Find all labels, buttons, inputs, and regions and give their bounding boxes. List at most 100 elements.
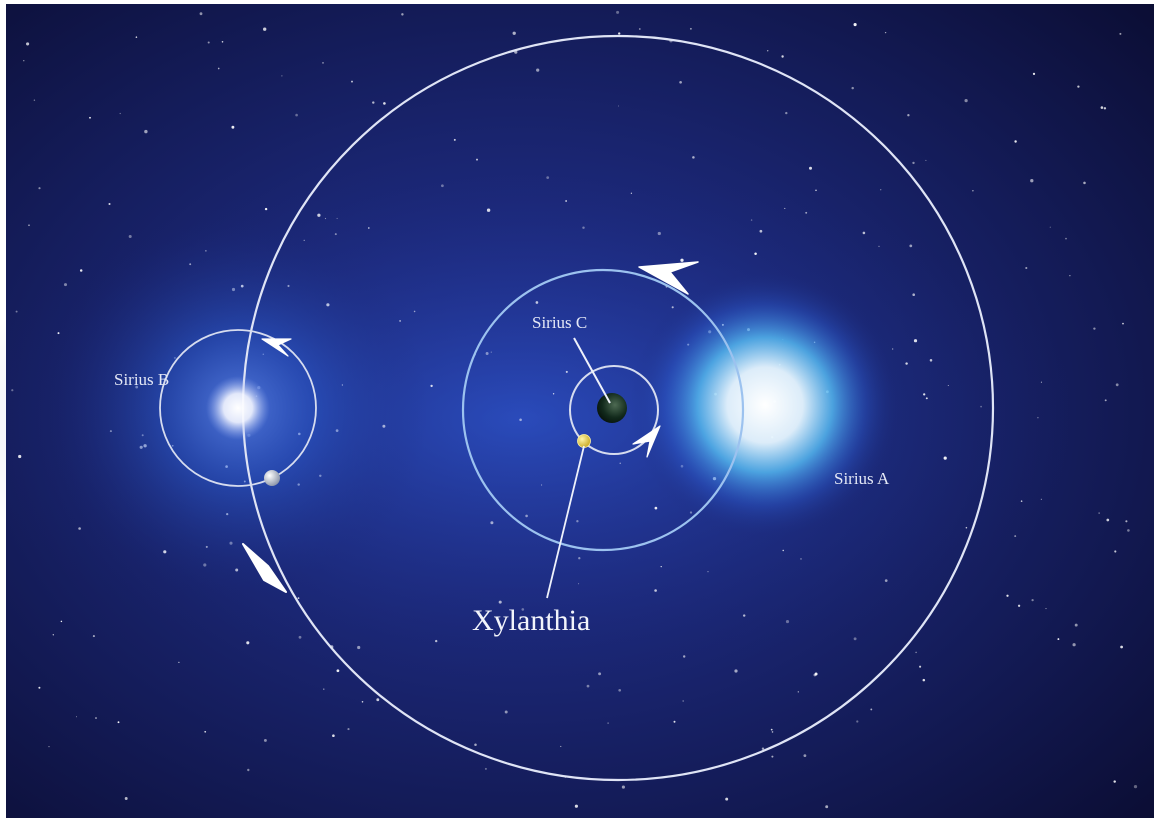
- background-star: [535, 301, 539, 304]
- background-star: [862, 231, 866, 235]
- background-star: [878, 245, 880, 248]
- background-star: [1133, 784, 1138, 789]
- background-star: [805, 211, 808, 214]
- background-star: [281, 75, 283, 77]
- background-star: [576, 520, 579, 523]
- background-star: [797, 691, 799, 693]
- background-star: [907, 114, 910, 117]
- background-star: [144, 129, 148, 134]
- background-star: [108, 202, 111, 206]
- background-star: [552, 393, 555, 395]
- background-star: [498, 600, 502, 604]
- background-star: [1014, 140, 1017, 143]
- background-star: [915, 651, 917, 654]
- background-star: [504, 710, 508, 714]
- background-star: [15, 310, 18, 313]
- background-star: [95, 717, 97, 719]
- background-star: [204, 730, 207, 733]
- background-star: [673, 720, 676, 723]
- background-star: [725, 797, 729, 801]
- background-star: [909, 244, 913, 248]
- xylanthia-planet: [577, 434, 591, 448]
- background-star: [770, 728, 773, 731]
- background-star: [490, 351, 492, 353]
- background-star: [361, 701, 364, 703]
- background-star: [11, 389, 14, 392]
- background-star: [1025, 266, 1028, 270]
- background-star: [1069, 275, 1071, 277]
- background-star: [1077, 85, 1080, 88]
- background-star: [453, 138, 456, 141]
- background-star: [217, 67, 220, 70]
- background-star: [541, 484, 543, 486]
- background-star: [199, 12, 203, 16]
- background-star: [484, 767, 487, 770]
- background-star: [657, 231, 661, 236]
- background-star: [246, 641, 250, 645]
- background-star: [1100, 106, 1104, 109]
- background-star: [413, 310, 416, 313]
- background-star: [759, 229, 763, 233]
- xylanthia-label: Xylanthia: [472, 604, 590, 637]
- background-star: [618, 688, 622, 692]
- background-star: [135, 36, 138, 38]
- background-star: [351, 80, 353, 83]
- background-star: [919, 665, 922, 668]
- background-star: [23, 60, 25, 62]
- background-star: [618, 32, 621, 35]
- background-star: [825, 805, 829, 809]
- background-star: [598, 672, 602, 676]
- background-star: [1049, 226, 1051, 228]
- background-star: [617, 105, 620, 107]
- background-star: [853, 637, 857, 641]
- background-star: [884, 579, 888, 582]
- background-star: [929, 359, 933, 362]
- background-star: [521, 608, 525, 611]
- background-star: [578, 583, 580, 585]
- background-star: [754, 252, 757, 255]
- background-star: [336, 669, 340, 673]
- background-star: [1103, 107, 1107, 110]
- background-star: [925, 159, 927, 161]
- background-star: [297, 597, 300, 599]
- sirius-a-halo: [630, 270, 900, 540]
- background-star: [1083, 181, 1086, 185]
- background-star: [781, 55, 784, 58]
- background-star: [1037, 416, 1039, 419]
- background-star: [263, 27, 267, 31]
- background-star: [60, 620, 63, 623]
- background-star: [912, 161, 915, 165]
- background-star: [476, 158, 478, 161]
- background-star: [512, 31, 516, 35]
- background-star: [692, 156, 695, 159]
- background-star: [964, 98, 968, 103]
- background-star: [923, 393, 926, 396]
- background-star: [782, 549, 784, 552]
- background-star: [1115, 383, 1119, 387]
- background-star: [619, 462, 621, 464]
- background-star: [922, 678, 926, 682]
- background-star: [1020, 500, 1023, 502]
- background-star: [565, 200, 567, 202]
- background-star: [1120, 645, 1123, 649]
- background-star: [401, 13, 404, 16]
- background-star: [1057, 638, 1060, 641]
- background-star: [1114, 550, 1117, 553]
- background-star: [1032, 72, 1036, 76]
- background-star: [317, 213, 321, 217]
- background-star: [586, 684, 590, 688]
- background-star: [683, 655, 686, 658]
- background-star: [372, 101, 375, 104]
- background-star: [1104, 399, 1107, 402]
- background-star: [853, 23, 857, 27]
- background-star: [1040, 381, 1042, 383]
- background-star: [376, 698, 380, 702]
- background-star: [972, 190, 974, 192]
- background-star: [536, 68, 540, 72]
- background-star: [383, 102, 386, 105]
- background-star: [1017, 604, 1021, 607]
- background-star: [682, 700, 685, 702]
- background-star: [117, 721, 120, 724]
- background-star: [578, 557, 581, 560]
- background-star: [79, 269, 83, 272]
